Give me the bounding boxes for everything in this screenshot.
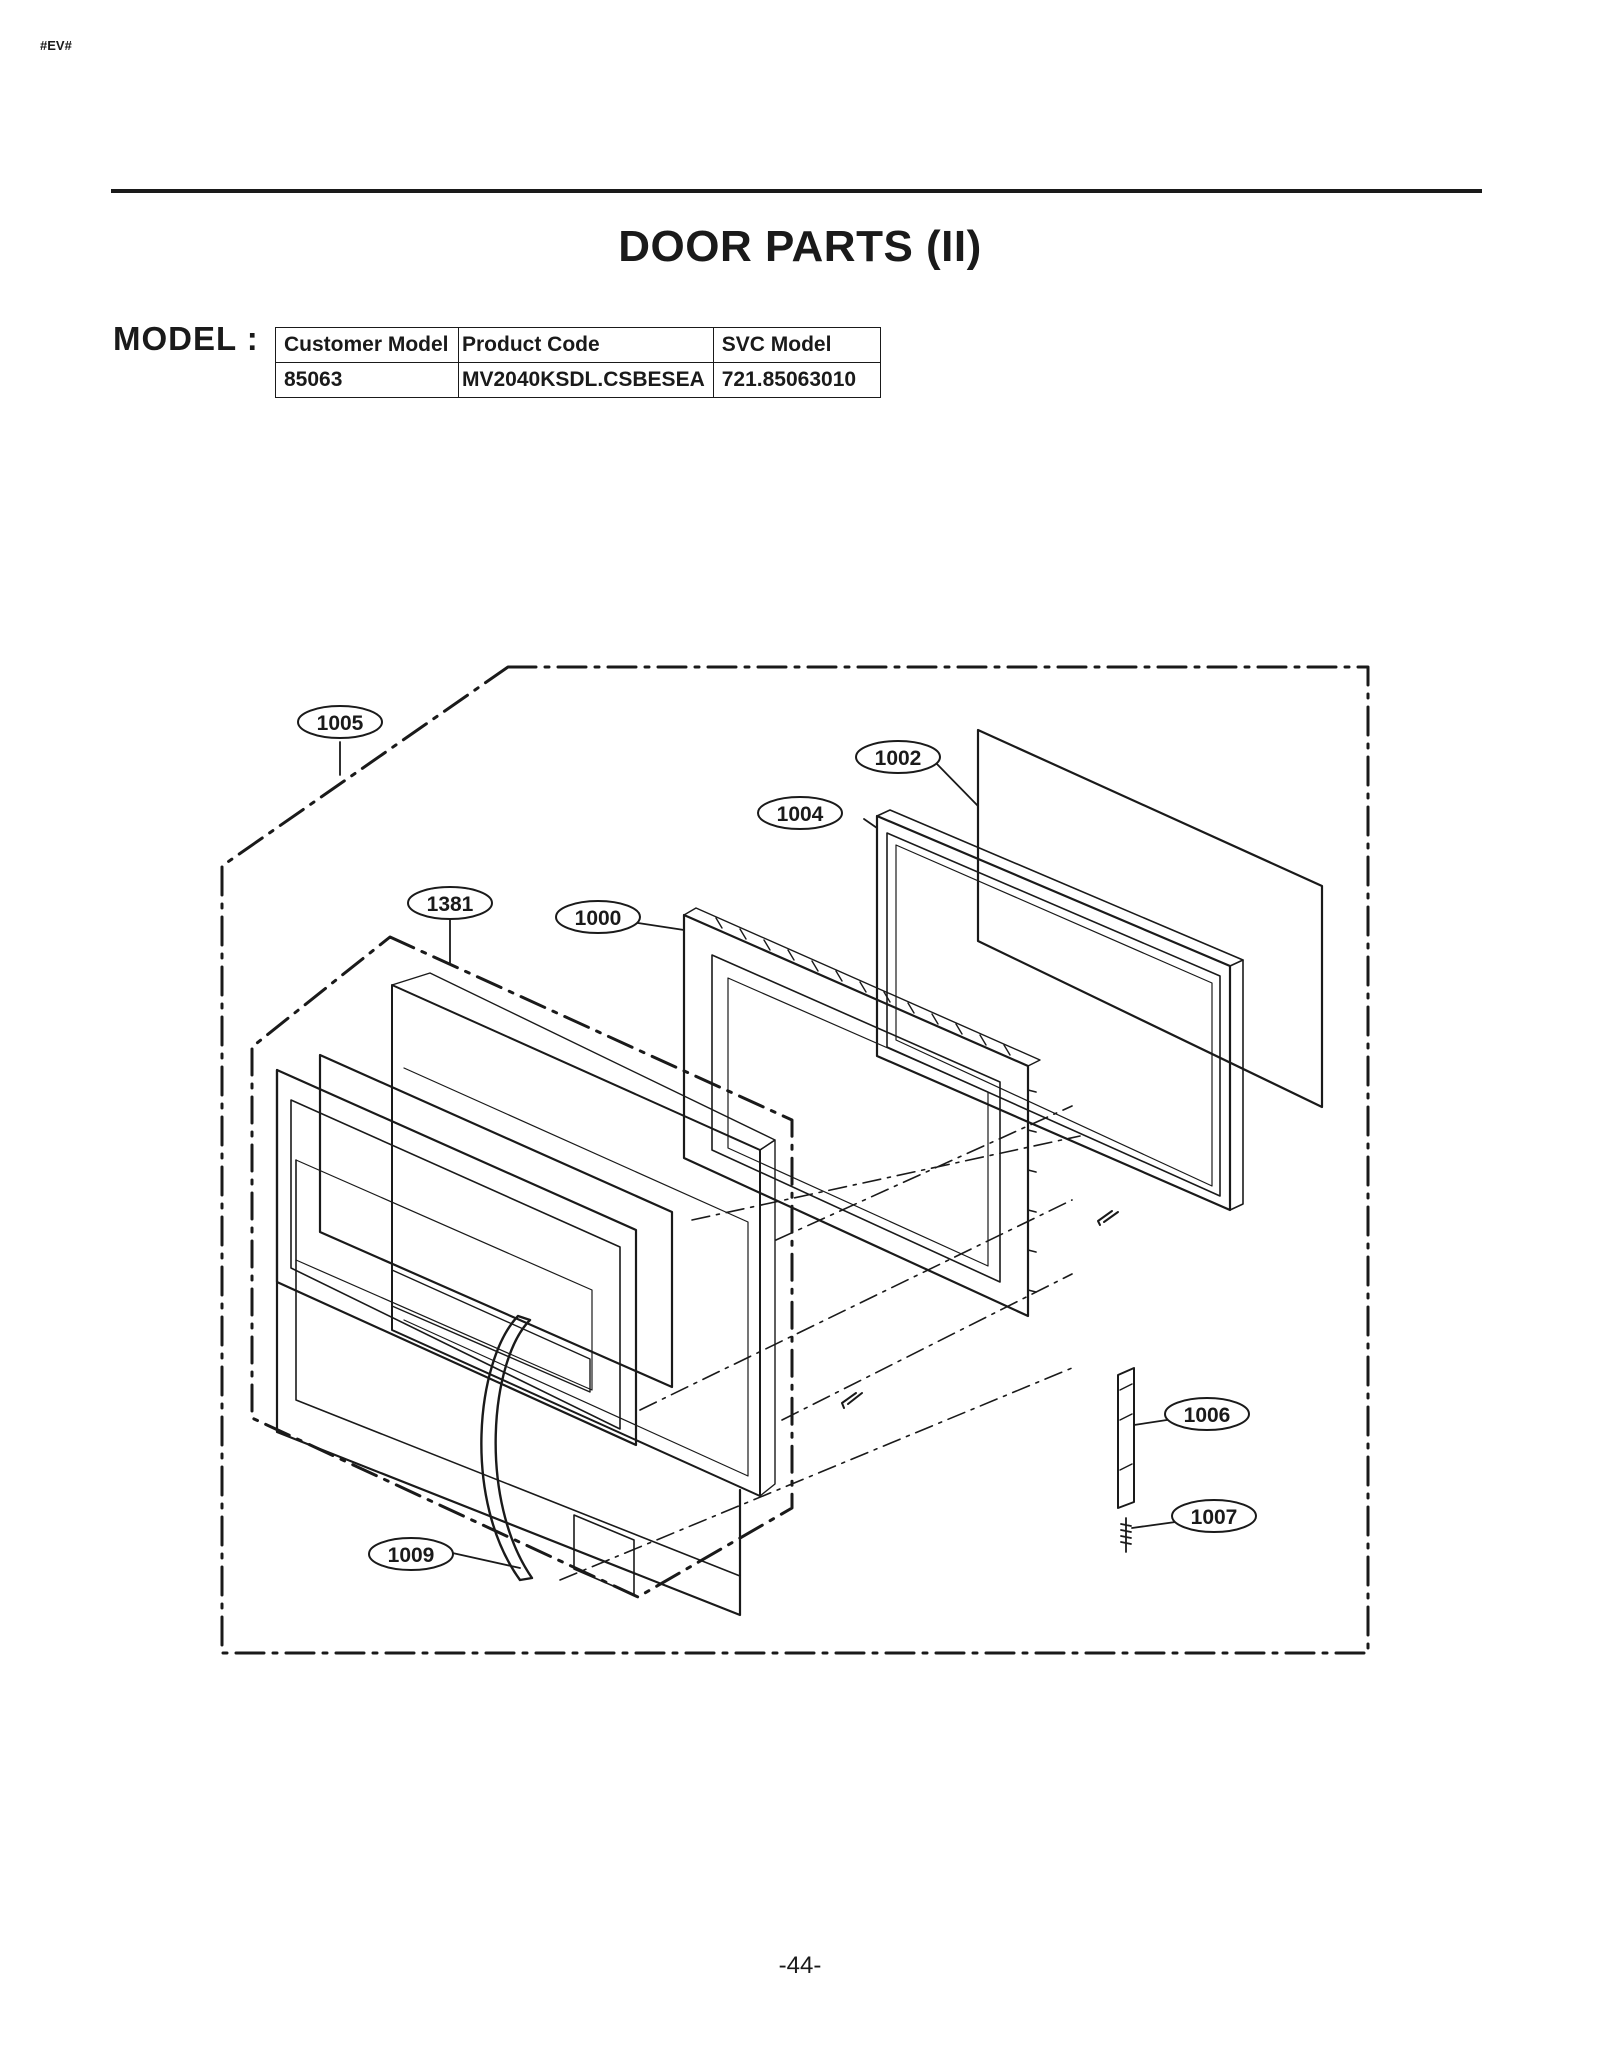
- callout-ellipse-1000: [555, 900, 641, 934]
- callout-1005: 1005: [317, 712, 364, 735]
- header-rule: [111, 189, 1482, 193]
- callout-ellipse-1006: [1164, 1397, 1250, 1431]
- callout-1000: 1000: [575, 907, 622, 930]
- model-table-cell: MV2040KSDL.CSBESEA: [458, 362, 714, 398]
- screw: [1097, 1210, 1119, 1226]
- glass-plate-1002: [976, 728, 1324, 1109]
- model-table-row: 85063 MV2040KSDL.CSBESEA 721.85063010: [275, 362, 881, 398]
- model-table-header-row: Customer Model Product Code SVC Model: [275, 327, 881, 363]
- door-frame-back-panel: [391, 984, 761, 1497]
- door-handle-1009: [480, 1314, 534, 1582]
- callout-1009: 1009: [388, 1544, 435, 1567]
- callout-ellipse-1007: [1171, 1499, 1257, 1533]
- screw: [841, 1392, 863, 1409]
- callout-ellipse-1009: [368, 1537, 454, 1571]
- model-table-cell: 85063: [275, 362, 459, 398]
- callout-1004: 1004: [777, 803, 824, 826]
- model-table: Customer Model Product Code SVC Model 85…: [275, 327, 881, 398]
- document-tag: #EV#: [40, 38, 72, 53]
- callout-ellipse-1004: [757, 796, 843, 830]
- latch-1006: [1117, 1367, 1135, 1509]
- model-table-cell: 721.85063010: [712, 362, 881, 398]
- callout-1381: 1381: [427, 893, 474, 916]
- model-table-header: Customer Model: [275, 327, 459, 363]
- page-number: -44-: [778, 1952, 822, 1979]
- door-inner-glass: [318, 1053, 674, 1389]
- callout-ellipse-1005: [297, 705, 383, 739]
- model-table-header: SVC Model: [712, 327, 881, 363]
- door-frame-1381: [275, 1068, 742, 1617]
- assembly-boundary: [220, 665, 1370, 1655]
- callout-1002: 1002: [875, 747, 922, 770]
- spring-1007: [1120, 1517, 1132, 1553]
- model-label: MODEL :: [113, 320, 259, 357]
- page-title: DOOR PARTS (II): [618, 222, 982, 271]
- gasket-frame-1004: [875, 814, 1232, 1212]
- inner-door-plate-1000: [682, 913, 1030, 1318]
- callout-1006: 1006: [1184, 1404, 1231, 1427]
- callout-1007: 1007: [1191, 1506, 1238, 1529]
- door-frame-group-boundary: [250, 935, 794, 1599]
- callout-ellipse-1002: [855, 740, 941, 774]
- callout-ellipse-1381: [407, 886, 493, 920]
